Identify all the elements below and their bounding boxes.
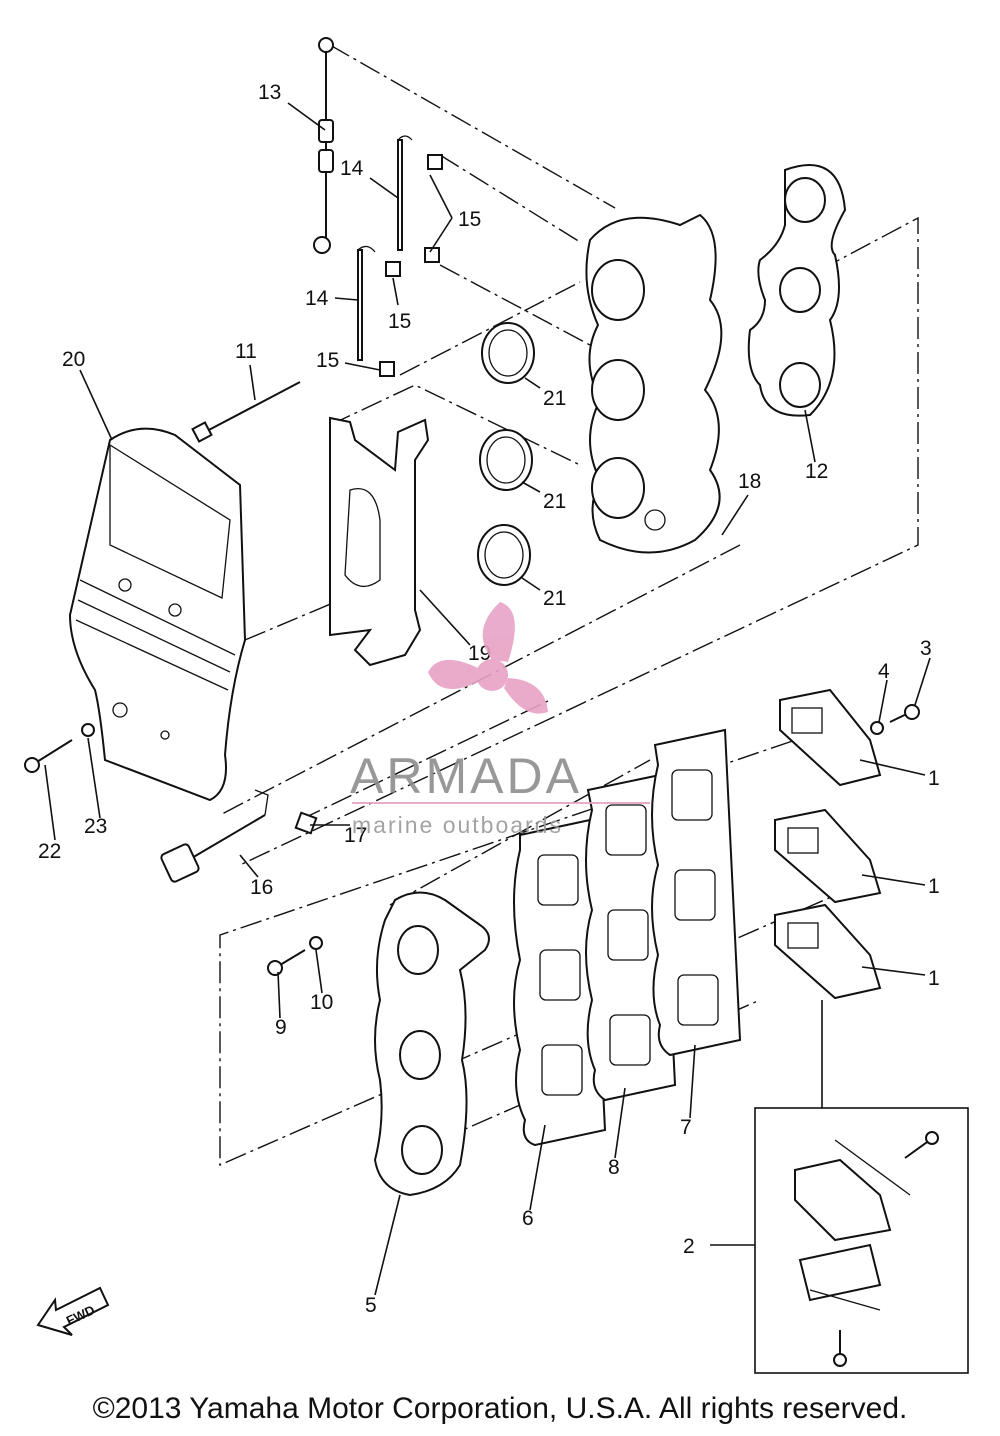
callout-4: 4 — [878, 660, 890, 683]
leader-lines — [44, 102, 931, 1296]
watermark-name: ARMADA — [350, 748, 582, 804]
fwd-arrow: FWD — [36, 1286, 110, 1336]
callout-6: 6 — [522, 1207, 534, 1230]
callout-1: 1 — [928, 967, 940, 990]
silencer-cover — [68, 427, 247, 802]
copyright-notice: ©2013 Yamaha Motor Corporation, U.S.A. A… — [92, 1392, 908, 1425]
watermark: ARMADA marine outboards — [350, 602, 650, 838]
propeller-logo — [428, 602, 548, 714]
long-bolt — [191, 381, 301, 443]
callout-20: 20 — [62, 348, 85, 371]
callout-5: 5 — [365, 1294, 377, 1317]
callout-16: 16 — [250, 876, 273, 899]
callout-21: 21 — [543, 490, 566, 513]
callout-1: 1 — [928, 767, 940, 790]
callout-7: 7 — [680, 1116, 692, 1139]
callout-1: 1 — [928, 875, 940, 898]
callout-15: 15 — [316, 349, 339, 372]
intake-gasket — [747, 164, 847, 417]
callout-9: 9 — [275, 1016, 287, 1039]
callout-22: 22 — [38, 840, 61, 863]
callout-18: 18 — [738, 470, 761, 493]
choke-knob — [160, 789, 269, 883]
hoses-and-clips — [357, 135, 443, 377]
bolt-and-washer — [24, 723, 95, 773]
watermark-subtitle: marine outboards — [352, 812, 563, 838]
inset-detail-box — [754, 1000, 969, 1374]
callout-13: 13 — [258, 81, 281, 104]
reed-valve-assemblies — [774, 688, 882, 1000]
gaskets — [513, 728, 742, 1147]
callout-11: 11 — [235, 340, 257, 363]
o-rings — [477, 322, 535, 586]
reed-valve-plate — [373, 891, 490, 1197]
callout-2: 2 — [683, 1235, 695, 1258]
callout-15: 15 — [388, 310, 411, 333]
bolt-and-washer-lower — [267, 936, 323, 976]
carburetor-assembly — [585, 213, 723, 554]
link-rod — [313, 37, 334, 254]
callout-14: 14 — [340, 157, 364, 180]
callout-21: 21 — [543, 587, 566, 610]
callout-17: 17 — [344, 824, 367, 847]
bracket — [329, 416, 430, 667]
screw-and-washer — [870, 704, 920, 735]
callout-8: 8 — [608, 1156, 620, 1179]
callout-labels: 13 14 15 14 15 15 11 20 21 21 21 12 18 1… — [38, 81, 940, 1317]
callout-21: 21 — [543, 387, 566, 410]
callout-12: 12 — [805, 460, 828, 483]
callout-15: 15 — [458, 208, 481, 231]
callout-3: 3 — [920, 637, 932, 660]
callout-23: 23 — [84, 815, 107, 838]
callout-10: 10 — [310, 991, 333, 1014]
callout-14: 14 — [305, 287, 329, 310]
